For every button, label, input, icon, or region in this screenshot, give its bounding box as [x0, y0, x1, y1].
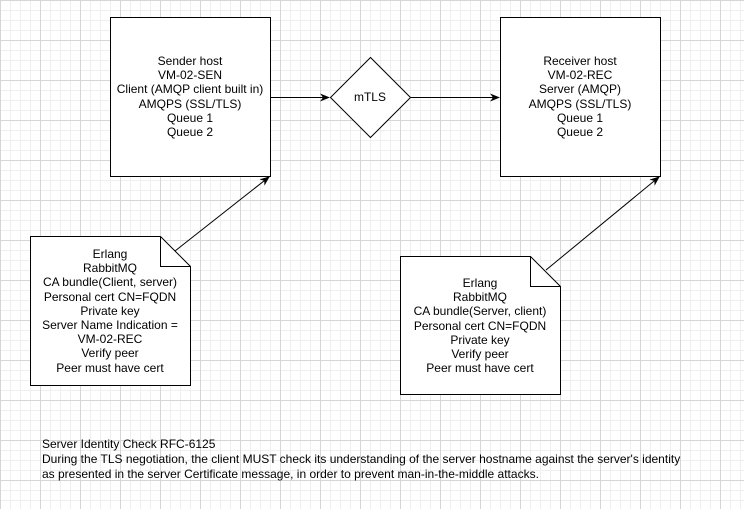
mtls-diamond[interactable] — [329, 56, 412, 139]
sender-host-line: Queue 2 — [166, 125, 214, 140]
receiver-note-line: Verify peer — [451, 347, 509, 362]
sender-host-label: Sender host VM-02-SEN Client (AMQP clien… — [110, 54, 270, 139]
receiver-host-line: Queue 2 — [556, 125, 604, 140]
sender-note-line: Private key — [80, 303, 140, 318]
receiver-note-line: Erlang — [462, 276, 498, 290]
receiver-host-line: VM-02-REC — [547, 68, 613, 83]
sender-note-label: Erlang RabbitMQ CA bundle(Client, server… — [30, 247, 190, 375]
footer-line: During the TLS negotiation, the client M… — [42, 452, 681, 466]
sender-note-line: CA bundle(Client, server) — [42, 275, 178, 290]
receiver-note-line: Private key — [450, 332, 510, 347]
receiver-host-label: Receiver host VM-02-REC Server (AMQP) AM… — [500, 54, 660, 139]
sender-note-line: RabbitMQ — [82, 261, 138, 276]
receiver-host-box[interactable] — [500, 17, 661, 177]
sender-note-to-host-arrow[interactable] — [174, 176, 270, 252]
footer-heading: Server Identity Check RFC-6125 — [42, 437, 216, 451]
receiver-note-line: RabbitMQ — [452, 290, 508, 305]
receiver-note-to-host-arrow[interactable] — [545, 176, 660, 271]
rfc-footer-note: Server Identity Check RFC-6125 During th… — [42, 437, 680, 482]
receiver-host-line: Receiver host — [543, 54, 617, 68]
footer-line: as presented in the server Certificate m… — [42, 467, 539, 481]
receiver-note-line: Peer must have cert — [426, 361, 534, 376]
sender-host-line: Sender host — [157, 54, 223, 68]
sender-host-line: Queue 1 — [166, 110, 214, 125]
mtls-label: mTLS — [353, 90, 386, 104]
receiver-host-line: Queue 1 — [556, 110, 604, 125]
sender-note-line: Verify peer — [81, 346, 139, 361]
receiver-note-line: CA bundle(Server, client) — [413, 304, 547, 319]
receiver-host-line: AMQPS (SSL/TLS) — [528, 96, 632, 111]
receiver-note-line: Personal cert CN=FQDN — [413, 318, 547, 333]
sender-note-line: VM-02-REC — [77, 332, 143, 347]
receiver-host-line: Server (AMQP) — [538, 82, 621, 97]
sender-note-line: Personal cert CN=FQDN — [43, 289, 177, 304]
receiver-note[interactable] — [400, 256, 561, 395]
receiver-note-label: Erlang RabbitMQ CA bundle(Server, client… — [400, 276, 560, 375]
sender-host-line: AMQPS (SSL/TLS) — [138, 96, 242, 111]
sender-host-line: VM-02-SEN — [157, 68, 222, 83]
sender-note-line: Erlang — [92, 247, 128, 261]
sender-host-box[interactable] — [110, 17, 271, 177]
sender-note-line: Peer must have cert — [56, 360, 164, 375]
sender-note[interactable] — [30, 236, 191, 386]
sender-note-line: Server Name Indication = — [42, 318, 178, 333]
sender-host-line: Client (AMQP client built in) — [116, 82, 264, 97]
